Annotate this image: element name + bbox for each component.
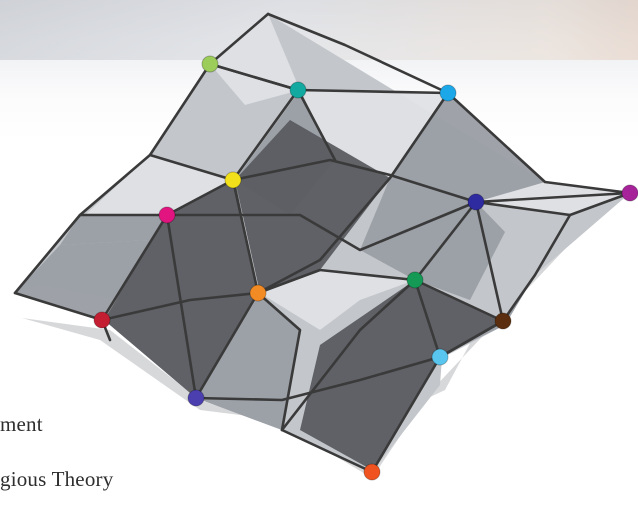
grid-line	[256, 291, 302, 432]
grid-line	[296, 88, 337, 162]
surface-tile	[60, 215, 167, 245]
grid-line	[438, 213, 572, 359]
surface-tile	[260, 270, 415, 330]
indigo-node	[467, 193, 485, 211]
grid-line	[194, 91, 450, 400]
surface-tile	[196, 293, 300, 430]
grid-line	[474, 200, 505, 323]
surface-tile	[390, 93, 545, 202]
grid-line	[208, 62, 300, 92]
checker-surface	[15, 14, 630, 472]
grid-line	[280, 191, 632, 432]
caption-line-1: ment	[0, 412, 43, 436]
surface-tile	[300, 280, 503, 470]
yellow-node	[224, 171, 242, 189]
violet-node	[187, 389, 205, 407]
lime-green-node	[201, 55, 219, 73]
surface-tile	[360, 178, 476, 280]
surface-tile	[15, 240, 150, 320]
surface-tile	[235, 120, 390, 293]
grid-nodes	[93, 55, 638, 481]
light-blue-node	[431, 348, 449, 366]
grid-line	[13, 12, 270, 295]
grid-line	[231, 178, 260, 295]
grid-line	[100, 88, 300, 322]
caption-line-2: gious Theory	[0, 467, 114, 491]
grid-line	[165, 213, 198, 400]
orange-node	[249, 284, 267, 302]
purple-node	[621, 184, 638, 202]
red-orange-node	[363, 463, 381, 481]
surface-tile	[210, 14, 300, 105]
sky-blue-node	[439, 84, 457, 102]
magenta-node	[158, 206, 176, 224]
green-node	[406, 271, 424, 289]
brown-node	[494, 312, 512, 330]
grid-line	[78, 200, 478, 252]
surface-tile	[104, 180, 258, 398]
grid-line	[280, 428, 374, 474]
grid-line	[148, 153, 632, 204]
crimson-node	[93, 311, 111, 329]
teal-node	[289, 81, 307, 99]
